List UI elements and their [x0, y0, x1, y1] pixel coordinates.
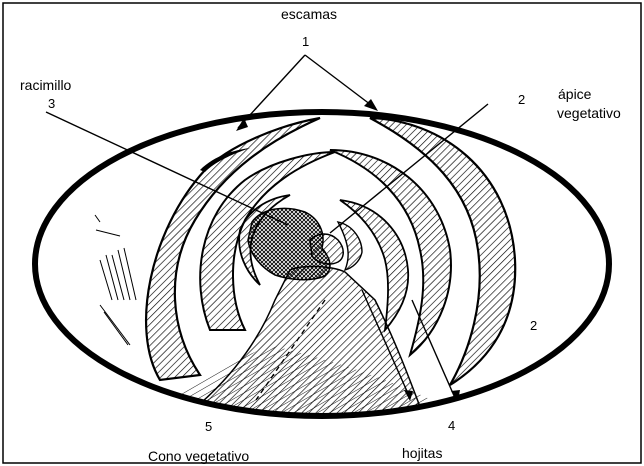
label-escamas: escamas: [281, 6, 337, 22]
label-racimillo-number: 3: [48, 96, 55, 111]
label-cono-vegetativo: Cono vegetativo: [148, 448, 249, 464]
label-racimillo: racimillo: [20, 77, 72, 93]
label-apice-line1: ápice: [558, 86, 592, 102]
bud-interior: [95, 118, 515, 420]
label-hojitas: hojitas: [402, 445, 442, 461]
label-right-number: 2: [530, 318, 537, 333]
left-edge-sketch: [95, 215, 136, 345]
vegetative-apex: [310, 234, 343, 264]
label-apice-number: 2: [518, 92, 525, 107]
label-apice-line2: vegetativo: [557, 105, 621, 121]
label-escamas-number: 1: [302, 34, 309, 49]
label-cono-number: 5: [205, 419, 212, 434]
label-hojitas-number: 4: [448, 418, 455, 433]
